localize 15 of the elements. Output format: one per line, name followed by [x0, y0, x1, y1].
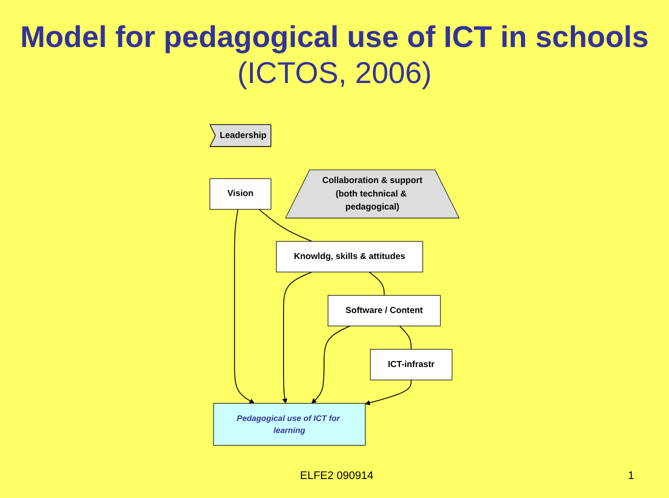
connector: [399, 326, 412, 350]
node-box: Vision: [210, 178, 272, 210]
footer-text: ELFE2 090914: [300, 470, 374, 482]
node-box: Software / Content: [328, 295, 441, 326]
node-box: ICT-infrastr: [370, 349, 452, 380]
page-number: 1: [628, 470, 634, 482]
connector: [368, 272, 385, 296]
arrow: [234, 208, 254, 404]
node-box: Pedagogical use of ICT for learning: [213, 403, 366, 446]
arrow: [365, 380, 412, 406]
connector: [258, 208, 313, 242]
arrow: [311, 326, 350, 404]
arrow: [282, 272, 313, 404]
node-box: Knowldg, skills & attitudes: [276, 241, 424, 272]
slide-title: Model for pedagogical use of ICT in schools (ICTOS, 2006): [20, 20, 649, 92]
